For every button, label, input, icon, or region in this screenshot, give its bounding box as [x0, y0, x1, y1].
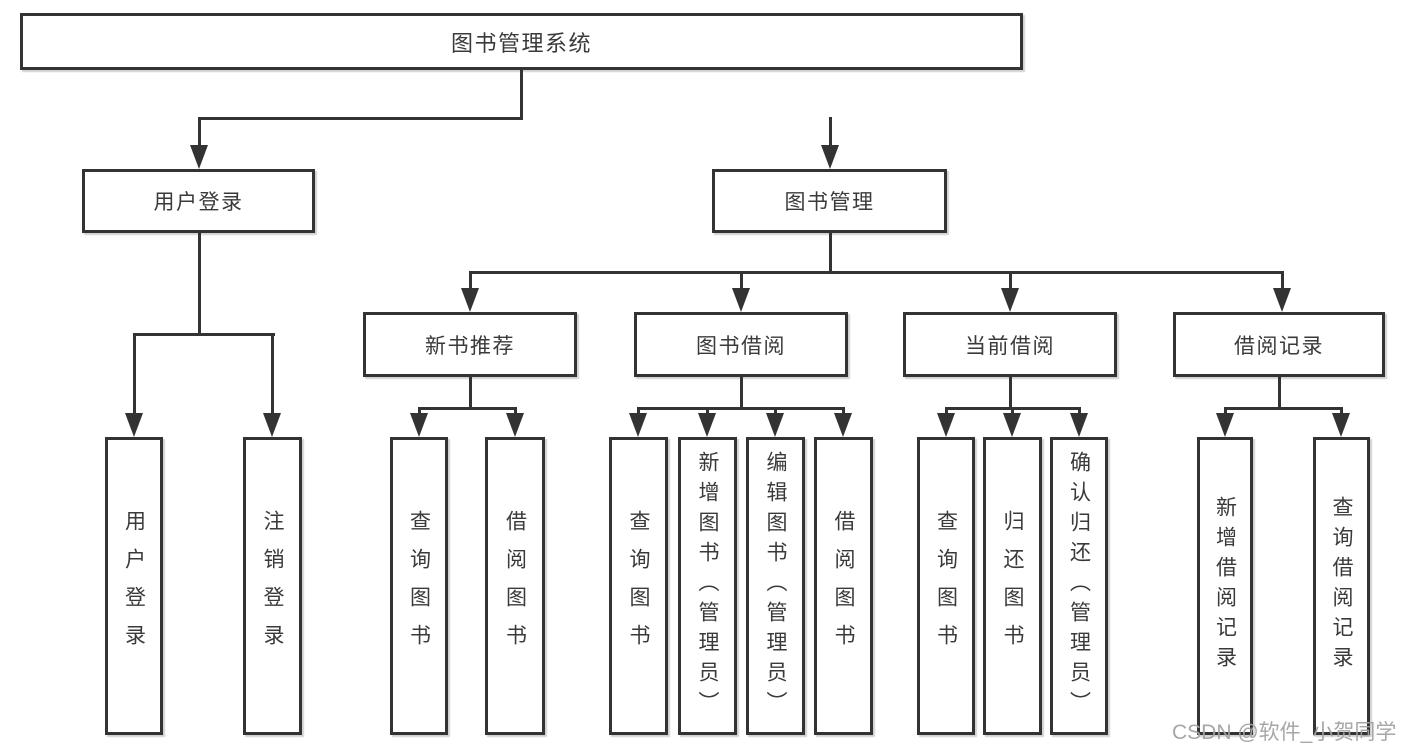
- leaf-confirm-return-admin: 确认归还（管理员）: [1050, 437, 1108, 735]
- node-new-book-recommend-label: 新书推荐: [425, 334, 515, 358]
- leaf-add-borrow-record-label: 新增借阅记录: [1213, 496, 1237, 676]
- watermark-text: CSDN @软件_小贺同学: [1172, 721, 1397, 744]
- connector-line: [1008, 377, 1012, 410]
- node-current-borrowing-label: 当前借阅: [965, 334, 1055, 358]
- connector-line: [513, 407, 517, 415]
- arrowhead-down-icon: [1273, 288, 1291, 312]
- leaf-query-books-borrow-label: 查询图书: [627, 510, 650, 662]
- connector-line: [774, 407, 777, 415]
- connector-line: [1277, 377, 1281, 410]
- arrowhead-down-icon: [410, 413, 428, 437]
- connector-line: [197, 117, 201, 146]
- connector-line: [197, 233, 201, 336]
- connector-line: [706, 407, 709, 415]
- arrowhead-down-icon: [937, 413, 955, 437]
- connector-line: [1223, 407, 1343, 410]
- arrowhead-down-icon: [834, 413, 852, 437]
- connector-line: [828, 117, 832, 146]
- leaf-logout: 注销登录: [243, 437, 302, 735]
- leaf-add-books-admin: 新增图书（管理员）: [678, 437, 737, 735]
- arrowhead-down-icon: [698, 413, 716, 437]
- node-book-management: 图书管理: [712, 169, 947, 233]
- connector-line: [197, 117, 523, 120]
- arrowhead-down-icon: [1003, 413, 1021, 437]
- leaf-add-borrow-record: 新增借阅记录: [1197, 437, 1253, 735]
- connector-line: [944, 407, 948, 415]
- connector-line: [1077, 407, 1081, 415]
- node-new-book-recommend: 新书推荐: [363, 312, 577, 377]
- leaf-query-borrow-record: 查询借阅记录: [1313, 437, 1370, 735]
- leaf-query-books-newbook-label: 查询图书: [407, 510, 431, 662]
- arrowhead-down-icon: [506, 413, 524, 437]
- leaf-borrow-books-borrow: 借阅图书: [814, 437, 873, 735]
- node-current-borrowing: 当前借阅: [903, 312, 1117, 377]
- node-borrowing-records: 借阅记录: [1173, 312, 1385, 377]
- arrowhead-down-icon: [1332, 413, 1350, 437]
- leaf-borrow-books-newbook: 借阅图书: [485, 437, 545, 735]
- arrowhead-down-icon: [821, 145, 839, 169]
- leaf-return-books-label: 归还图书: [1001, 510, 1024, 662]
- arrowhead-down-icon: [766, 413, 784, 437]
- connector-line: [270, 333, 274, 414]
- connector-line: [1223, 407, 1227, 415]
- node-book-borrowing-label: 图书借阅: [696, 334, 786, 358]
- leaf-query-borrow-record-label: 查询借阅记录: [1330, 496, 1353, 676]
- leaf-user-login-label: 用户登录: [122, 510, 146, 662]
- connector-line: [417, 407, 517, 410]
- arrowhead-down-icon: [461, 288, 479, 312]
- connector-line: [417, 407, 421, 415]
- leaf-edit-books-admin: 编辑图书（管理员）: [746, 437, 805, 735]
- leaf-logout-label: 注销登录: [261, 510, 284, 662]
- leaf-borrow-books-borrow-label: 借阅图书: [832, 510, 855, 662]
- arrowhead-down-icon: [1070, 413, 1088, 437]
- leaf-confirm-return-admin-label: 确认归还（管理员）: [1067, 451, 1091, 721]
- leaf-query-books-current: 查询图书: [917, 437, 975, 735]
- connector-line: [132, 333, 136, 414]
- leaf-edit-books-admin-label: 编辑图书（管理员）: [764, 451, 787, 721]
- leaf-add-books-admin-label: 新增图书（管理员）: [696, 451, 719, 721]
- leaf-user-login: 用户登录: [105, 437, 163, 735]
- node-book-management-label: 图书管理: [784, 191, 875, 214]
- connector-line: [468, 271, 472, 290]
- leaf-query-books-newbook: 查询图书: [390, 437, 448, 735]
- connector-line: [1008, 271, 1012, 290]
- arrowhead-down-icon: [629, 413, 647, 437]
- arrowhead-down-icon: [263, 413, 281, 437]
- node-root: 图书管理系统: [20, 13, 1023, 70]
- connector-line: [1339, 407, 1343, 415]
- node-user-login: 用户登录: [82, 169, 315, 233]
- node-borrowing-records-label: 借阅记录: [1234, 334, 1324, 358]
- leaf-query-books-borrow: 查询图书: [609, 437, 668, 735]
- node-book-borrowing: 图书借阅: [634, 312, 848, 377]
- connector-line: [468, 377, 472, 410]
- arrowhead-down-icon: [190, 145, 208, 169]
- connector-line: [1280, 271, 1284, 290]
- node-user-login-label: 用户登录: [153, 191, 244, 214]
- connector-line: [739, 271, 743, 290]
- arrowhead-down-icon: [732, 288, 750, 312]
- connector-line: [828, 233, 832, 274]
- connector-line: [519, 69, 523, 119]
- connector-line: [841, 407, 845, 415]
- arrowhead-down-icon: [125, 413, 143, 437]
- node-root-label: 图书管理系统: [450, 30, 592, 56]
- connector-line: [132, 333, 275, 336]
- leaf-return-books: 归还图书: [983, 437, 1042, 735]
- arrowhead-down-icon: [1216, 413, 1234, 437]
- connector-line: [1011, 407, 1014, 415]
- connector-line: [468, 271, 1284, 274]
- leaf-borrow-books-newbook-label: 借阅图书: [503, 510, 527, 662]
- connector-line: [636, 407, 640, 415]
- connector-line: [739, 377, 743, 410]
- leaf-query-books-current-label: 查询图书: [934, 510, 958, 662]
- connector-line: [636, 407, 845, 410]
- arrowhead-down-icon: [1001, 288, 1019, 312]
